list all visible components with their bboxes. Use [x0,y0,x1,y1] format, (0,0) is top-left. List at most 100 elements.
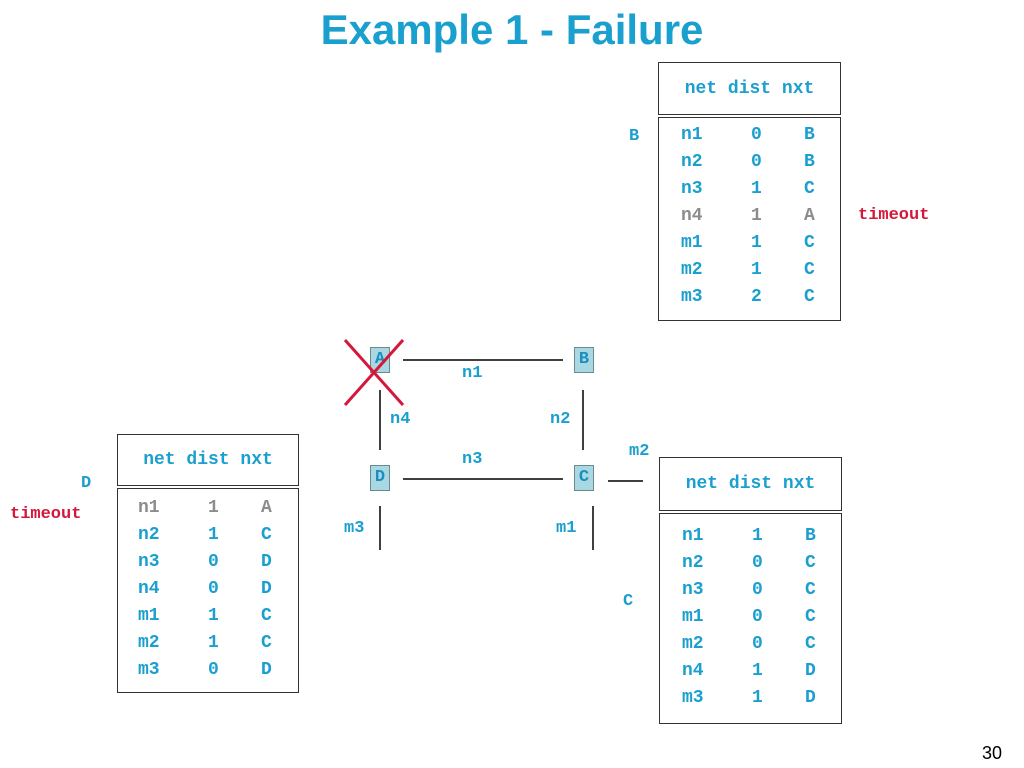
table-row: m2 1 C [659,260,840,287]
link-label-m2: m2 [629,442,650,461]
cell-nxt: C [805,607,816,627]
cell-net: n4 [682,661,704,681]
cell-dist: 1 [751,260,762,280]
link-label-m3: m3 [344,519,365,538]
cell-dist: 0 [208,579,219,599]
table-row: n3 0 D [118,552,298,579]
cell-dist: 1 [752,526,763,546]
cell-net: m2 [681,260,703,280]
cell-nxt: D [805,688,816,708]
table-d-header: net dist nxt [117,434,299,486]
cell-nxt: D [261,660,272,680]
cell-nxt: C [261,633,272,653]
cell-dist: 1 [751,179,762,199]
router-b-node: B [574,347,594,373]
cell-net: m3 [681,287,703,307]
cell-net: n4 [681,206,703,226]
cell-nxt: A [261,498,272,518]
cell-nxt: D [805,661,816,681]
table-row: m2 0 C [660,634,841,661]
table-row: m2 1 C [118,633,298,660]
cell-nxt: C [804,260,815,280]
router-c-node: C [574,465,594,491]
cell-net: n2 [682,553,704,573]
link-label-n4: n4 [390,410,411,429]
cell-dist: 1 [208,633,219,653]
page-number: 30 [981,743,1002,763]
cell-net: m2 [138,633,160,653]
cell-nxt: C [804,287,815,307]
cell-nxt: C [804,233,815,253]
cell-net: m3 [682,688,704,708]
table-row: m1 1 C [659,233,840,260]
cell-dist: 2 [751,287,762,307]
cell-dist: 0 [752,607,763,627]
cell-dist: 0 [208,552,219,572]
table-row: m3 0 D [118,660,298,687]
cell-net: n1 [682,526,704,546]
cell-net: n2 [138,525,160,545]
cell-dist: 0 [751,152,762,172]
table-b-router-label: B [629,127,640,146]
cell-dist: 1 [208,498,219,518]
cell-nxt: C [805,580,816,600]
table-row: m3 2 C [659,287,840,314]
cell-nxt: B [804,125,815,145]
table-row: n2 1 C [118,525,298,552]
cell-dist: 0 [208,660,219,680]
cell-net: m1 [138,606,160,626]
cell-net: m3 [138,660,160,680]
cell-net: n3 [682,580,704,600]
cell-dist: 1 [751,233,762,253]
cell-dist: 1 [752,661,763,681]
cell-dist: 1 [752,688,763,708]
cell-nxt: C [805,634,816,654]
cell-net: n2 [681,152,703,172]
cell-nxt: B [805,526,816,546]
router-d-node: D [370,465,390,491]
cell-nxt: D [261,552,272,572]
link-label-m1: m1 [556,519,577,538]
cell-net: m2 [682,634,704,654]
cell-net: m1 [681,233,703,253]
table-b-status: timeout [858,206,930,225]
cell-nxt: C [261,525,272,545]
table-row: m3 1 D [660,688,841,715]
cell-nxt: C [804,179,815,199]
table-row: m1 0 C [660,607,841,634]
table-row: n4 0 D [118,579,298,606]
table-d-router-label: D [81,474,92,493]
router-a-node: A [370,347,390,373]
table-row: n2 0 C [660,553,841,580]
cell-dist: 0 [752,580,763,600]
cell-dist: 1 [208,606,219,626]
cell-dist: 0 [752,553,763,573]
table-row: n3 0 C [660,580,841,607]
table-row: n1 1 B [660,526,841,553]
cell-dist: 1 [751,206,762,226]
cell-nxt: D [261,579,272,599]
slide-title: Example 1 - Failure [320,6,704,53]
cell-nxt: C [805,553,816,573]
table-d-status: timeout [10,505,82,524]
table-row: n3 1 C [659,179,840,206]
table-row: n1 1 A [118,498,298,525]
table-row: m1 1 C [118,606,298,633]
table-row: n4 1 D [660,661,841,688]
cell-dist: 1 [208,525,219,545]
cell-net: n3 [681,179,703,199]
cell-net: n3 [138,552,160,572]
table-b-header: net dist nxt [658,62,841,115]
cell-net: n1 [138,498,160,518]
cell-net: n4 [138,579,160,599]
link-label-n3: n3 [462,450,483,469]
cell-net: m1 [682,607,704,627]
cell-nxt: C [261,606,272,626]
cell-dist: 0 [752,634,763,654]
